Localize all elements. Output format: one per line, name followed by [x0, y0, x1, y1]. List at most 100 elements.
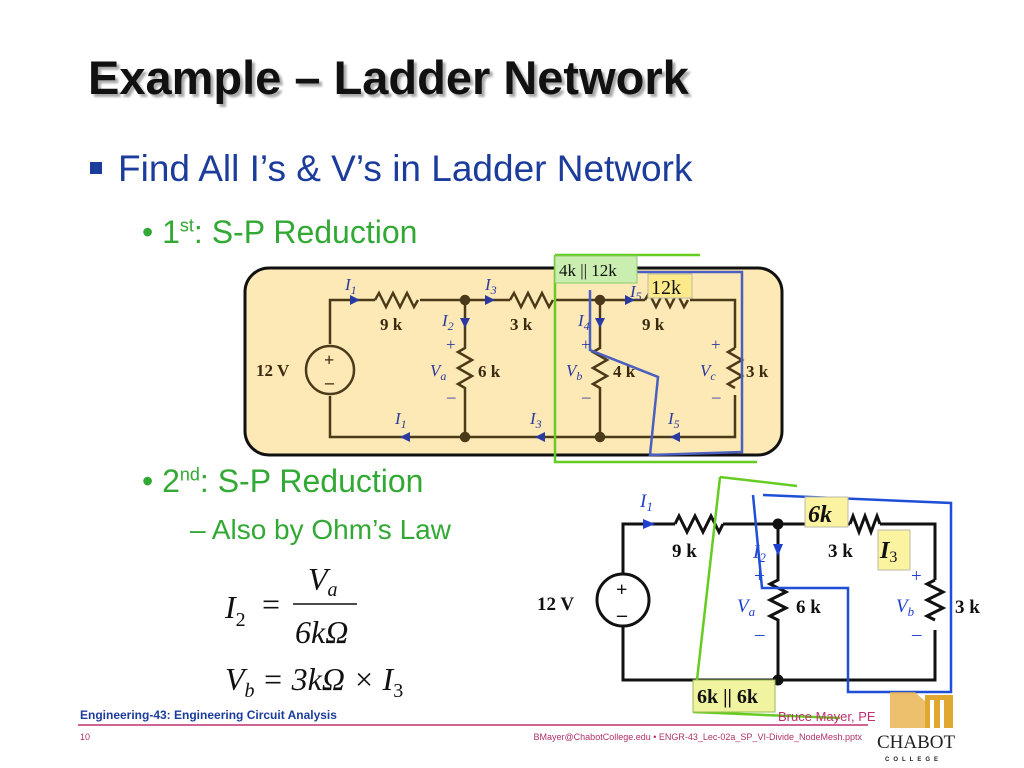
footer-course: Engineering-43: Engineering Circuit Anal…: [80, 708, 337, 722]
resistor-9k: [673, 512, 725, 536]
label-i5-top: I5: [629, 282, 642, 303]
minus-vc: –: [711, 387, 721, 406]
plus-va: +: [446, 335, 456, 354]
minus-sign: –: [616, 604, 628, 626]
eq1-equals: =: [262, 586, 280, 622]
circuit-2-labels: + – 12 V 9 k 3 k 6 k 3 k: [537, 541, 980, 626]
resistor-9k: [373, 290, 420, 310]
plus-sign: +: [324, 350, 334, 370]
label-source: 12 V: [256, 361, 290, 380]
plus-vc: +: [711, 335, 721, 354]
label-r3: 9 k: [642, 315, 665, 334]
plus-va: +: [754, 566, 765, 587]
logo-text: CHABOT: [877, 732, 956, 753]
minus-va: –: [446, 387, 456, 406]
resistor-3k-b: [725, 346, 745, 390]
label-vc: Vc: [700, 361, 716, 383]
label-i3-bottom: I3: [529, 409, 542, 431]
label-vb: Vb: [566, 361, 582, 383]
sub-bullet-1: • 1st: S-P Reduction: [142, 214, 418, 250]
voltage-source: [595, 572, 651, 628]
label-source: 12 V: [537, 594, 574, 615]
page-number: 10: [80, 732, 91, 742]
circuit-1: [243, 266, 784, 457]
circuit-1-annotations: [553, 253, 757, 464]
footer-author: Bruce Mayer, PE: [778, 709, 876, 724]
logo-subtext: COLLEGE: [885, 757, 942, 763]
chabot-logo: CHABOT COLLEGE: [877, 692, 956, 763]
resistor-3k: [508, 290, 555, 310]
voltage-source: [304, 344, 356, 396]
footer-info: BMayer@ChabotCollege.edu • ENGR-43_Lec-0…: [533, 732, 862, 742]
annotation-6k: 6k: [808, 502, 832, 528]
resistor-6k: [455, 300, 475, 437]
sup: nd: [179, 464, 200, 485]
minus-vb: –: [911, 624, 922, 645]
wires: [621, 522, 937, 682]
label-va: Va: [737, 596, 756, 619]
circuit-1-labels: + – 12 V 9 k 3 k 9 k 6 k 4 k 3 k: [256, 315, 769, 392]
ord: 2: [162, 463, 180, 499]
eq2-rhs: = 3kΩ × I3: [262, 661, 403, 702]
plus-vb: +: [911, 566, 922, 587]
label-va: Va: [430, 361, 446, 383]
annotation-12k: 12k: [651, 277, 681, 299]
bullet-marker: [90, 162, 102, 174]
slide-title: Example – Ladder Network: [88, 51, 689, 104]
plus-sign: +: [616, 579, 627, 601]
circuit-2-variables: I1 I2 Va Vb + + – –: [639, 491, 922, 645]
minus-sign: –: [324, 372, 335, 392]
label-i1-bottom: I1: [394, 409, 407, 431]
label-i5-bottom: I5: [667, 409, 680, 431]
minus-vb: –: [581, 387, 591, 406]
label-r-vb: 3 k: [955, 597, 980, 618]
sub-sub-bullet: – Also by Ohm’s Law: [190, 514, 451, 545]
label-i2: I2: [752, 542, 766, 565]
blue-outline: [588, 270, 744, 457]
text: : S-P Reduction: [193, 214, 418, 250]
equations: I2 = Va 6kΩ Vb = 3kΩ × I3: [224, 561, 403, 702]
annotation-4k-parallel-12k: 4k || 12k: [559, 261, 617, 280]
sup: st: [179, 215, 194, 236]
annotation-box-series: [647, 273, 693, 299]
eq1-lhs: I2: [224, 589, 246, 631]
label-vb: Vb: [896, 596, 915, 619]
label-i3-top: I3: [484, 275, 497, 297]
label-r2: 3 k: [510, 315, 533, 334]
label-i1: I1: [639, 491, 653, 514]
eq1-denominator: 6kΩ: [295, 614, 348, 650]
label-r2: 3 k: [828, 541, 853, 562]
plus-vb: +: [581, 335, 591, 354]
text: : S-P Reduction: [199, 463, 424, 499]
resistor-3k: [848, 511, 882, 537]
label-i1-top: I1: [344, 275, 357, 297]
eq1-numerator: Va: [308, 561, 338, 601]
label-i2: I2: [441, 311, 454, 333]
annotation-i3: I3: [879, 538, 897, 566]
label-r-va: 6 k: [478, 362, 501, 381]
label-r1: 9 k: [672, 541, 697, 562]
label-r-vc: 3 k: [746, 362, 769, 381]
annotation-6k-parallel-6k: 6k || 6k: [697, 686, 759, 708]
green-bracket: [553, 253, 757, 464]
circuit-2-annotations: [692, 475, 953, 720]
annotation-box-parallel: [554, 255, 638, 284]
resistor-3k-b: [923, 578, 947, 622]
bullet-text: Find All I’s & V’s in Ladder Network: [118, 148, 693, 189]
circuit-2: [595, 511, 947, 686]
label-r1: 9 k: [380, 315, 403, 334]
current-arrows-2: [643, 519, 783, 556]
minus-va: –: [754, 624, 765, 645]
eq2-lhs: Vb: [225, 661, 255, 702]
sub-bullet-2: • 2nd: S-P Reduction: [142, 463, 424, 499]
resistor-4k: [590, 300, 610, 437]
label-r-va: 6 k: [796, 597, 821, 618]
circuit-1-variables: I1 I3 I5 I2 I4 I1 I3 I5 Va Vb Vc + + + –…: [344, 275, 721, 431]
resistor-6k: [766, 524, 790, 680]
circuit-1-background: [243, 266, 784, 457]
ord: 1: [162, 214, 180, 250]
label-i4: I4: [577, 311, 590, 333]
current-arrows: [350, 295, 680, 442]
